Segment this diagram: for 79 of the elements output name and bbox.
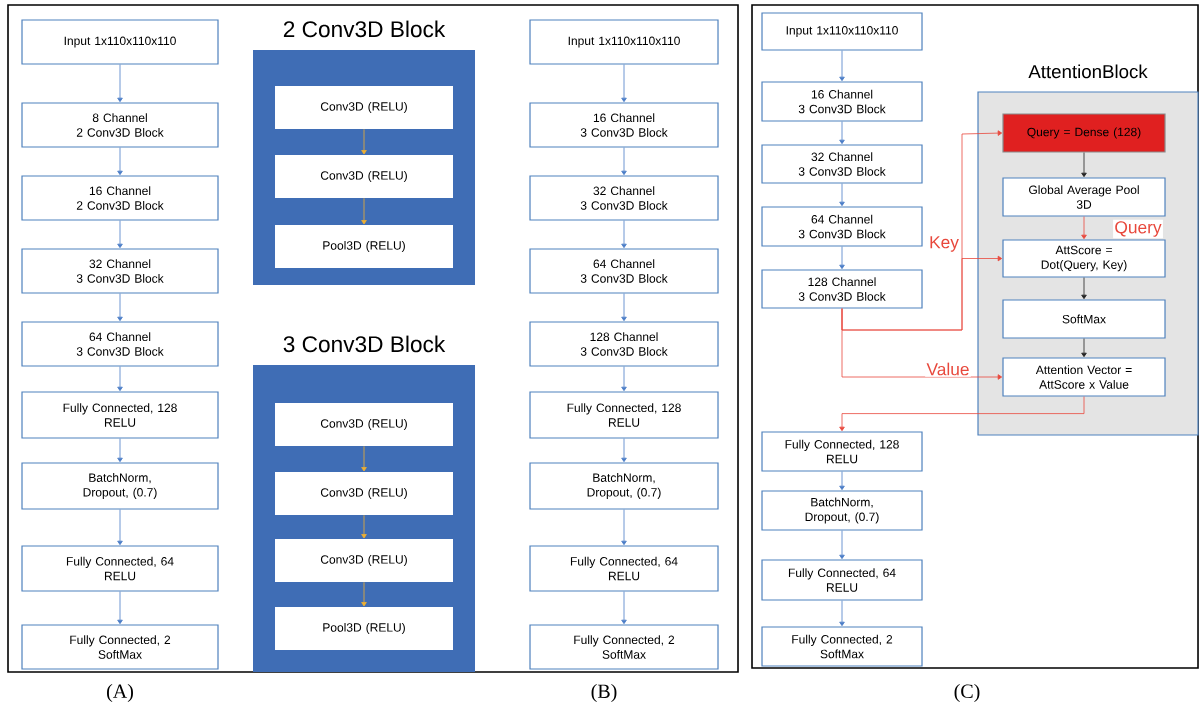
arrow <box>621 64 627 103</box>
arrow <box>839 121 845 145</box>
arrow <box>361 514 367 539</box>
layer-box: Pool3D (RELU) <box>275 225 453 268</box>
layer-box: 64 Channel 3 Conv3D Block <box>529 248 719 294</box>
layer-box: Fully Connected, 64 RELU <box>21 545 219 592</box>
block-heading: AttentionBlock <box>1028 64 1148 79</box>
arrow <box>117 147 123 176</box>
layer-box: Fully Connected, 128 RELU <box>529 391 719 439</box>
panel-label: (C) <box>954 683 980 703</box>
layer-box: 32 Channel 3 Conv3D Block <box>21 248 219 294</box>
arrow <box>117 220 123 249</box>
layer-box: 16 Channel 3 Conv3D Block <box>761 81 923 122</box>
arrow <box>621 220 627 249</box>
layer-box: 8 Channel 2 Conv3D Block <box>21 102 219 148</box>
layer-box: Conv3D (RELU) <box>275 86 453 129</box>
arrow <box>361 128 367 155</box>
arrow <box>839 471 845 491</box>
arrow <box>839 183 845 207</box>
layer-box: 64 Channel 3 Conv3D Block <box>761 206 923 247</box>
arrow <box>841 255 1003 331</box>
layer-box: BatchNorm, Dropout, (0.7) <box>761 490 923 531</box>
arrow <box>839 50 845 82</box>
arrow <box>839 246 845 270</box>
arrow <box>839 396 1085 432</box>
arrow <box>839 530 845 560</box>
arrow <box>621 147 627 176</box>
arrow <box>361 445 367 472</box>
layer-box: Fully Connected, 2 SoftMax <box>529 624 719 670</box>
layer-box: Fully Connected, 128 RELU <box>21 391 219 439</box>
layer-box: Input 1x110x110x110 <box>21 19 219 65</box>
arrow <box>621 591 627 625</box>
layer-box: BatchNorm, Dropout, (0.7) <box>21 462 219 510</box>
arrow <box>621 366 627 392</box>
arrow <box>1081 277 1087 300</box>
block-heading: 3 Conv3D Block <box>283 335 446 353</box>
layer-box: Fully Connected, 64 RELU <box>529 545 719 592</box>
layer-box: 16 Channel 3 Conv3D Block <box>529 102 719 148</box>
layer-box: Global Average Pool 3D <box>1002 177 1166 217</box>
arrow <box>117 64 123 103</box>
layer-box: Attention Vector = AttScore x Value <box>1002 357 1166 397</box>
arrow <box>117 591 123 625</box>
layer-box: Conv3D (RELU) <box>275 403 453 446</box>
layer-box: 128 Channel 3 Conv3D Block <box>761 269 923 309</box>
arrow <box>1081 338 1087 358</box>
arrow <box>361 197 367 225</box>
layer-box: Conv3D (RELU) <box>275 539 453 582</box>
layer-box: 64 Channel 3 Conv3D Block <box>21 321 219 367</box>
layer-box: 16 Channel 2 Conv3D Block <box>21 175 219 221</box>
layer-box: Conv3D (RELU) <box>275 155 453 198</box>
block-heading: 2 Conv3D Block <box>283 20 446 38</box>
layer-box: Conv3D (RELU) <box>275 472 453 515</box>
layer-box: 128 Channel 3 Conv3D Block <box>529 321 719 367</box>
edge-label: Value <box>925 361 971 377</box>
arrow <box>621 509 627 546</box>
arrow <box>841 308 1003 380</box>
arrow <box>117 438 123 463</box>
layer-box: Fully Connected, 128 RELU <box>761 431 923 472</box>
arrow <box>839 600 845 627</box>
arrow <box>1081 152 1087 178</box>
layer-box: Fully Connected, 2 SoftMax <box>761 626 923 667</box>
layer-box: Fully Connected, 2 SoftMax <box>21 624 219 670</box>
arrow <box>117 366 123 392</box>
layer-box: Pool3D (RELU) <box>275 607 453 650</box>
arrow <box>1081 216 1087 240</box>
layer-box: Input 1x110x110x110 <box>529 19 719 65</box>
layer-box: Query = Dense (128) <box>1002 113 1166 153</box>
arrow <box>361 581 367 607</box>
layer-box: 32 Channel 3 Conv3D Block <box>761 144 923 184</box>
layer-box: SoftMax <box>1002 299 1166 339</box>
layer-box: 32 Channel 3 Conv3D Block <box>529 175 719 221</box>
layer-box: Input 1x110x110x110 <box>761 12 923 51</box>
arrow <box>621 438 627 463</box>
arrow <box>117 293 123 322</box>
layer-box: Fully Connected, 64 RELU <box>761 559 923 601</box>
layer-box: BatchNorm, Dropout, (0.7) <box>529 462 719 510</box>
arrow <box>117 509 123 546</box>
arrow <box>621 293 627 322</box>
edge-label: Key <box>927 234 961 254</box>
